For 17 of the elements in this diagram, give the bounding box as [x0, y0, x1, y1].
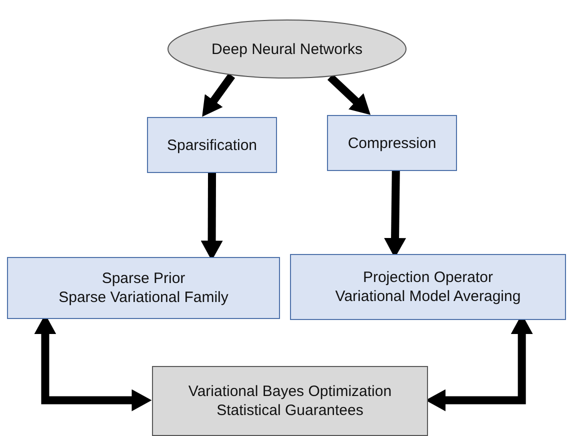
node-text: Compression	[348, 134, 436, 152]
node-text: Sparse Prior	[102, 269, 186, 288]
node-text: Statistical Guarantees	[216, 401, 364, 420]
process-box	[152, 366, 428, 436]
node-text: Variational Bayes Optimization	[188, 382, 392, 401]
node-text: Variational Model Averaging	[335, 287, 521, 306]
ellipse-node	[167, 19, 407, 79]
process-box	[7, 257, 280, 319]
arrow	[327, 74, 371, 115]
process-box	[147, 117, 277, 173]
node-text: Deep Neural Networks	[212, 40, 362, 58]
node-text: Sparse Variational Family	[58, 288, 228, 307]
node-text: Sparsification	[166, 136, 258, 154]
node-text: Projection Operator	[362, 268, 494, 287]
process-box	[327, 115, 457, 171]
process-box	[290, 254, 566, 320]
arrow	[202, 73, 236, 117]
